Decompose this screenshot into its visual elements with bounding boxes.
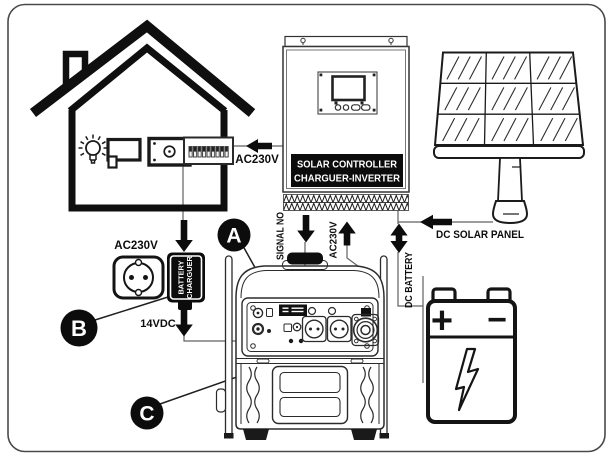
arrow-up-ac230v <box>338 221 356 246</box>
wall-outlet-icon <box>112 255 165 300</box>
page-border <box>7 3 606 453</box>
lightbulb-icon <box>78 134 108 164</box>
arrows <box>175 139 452 337</box>
solar-panel <box>433 51 585 225</box>
label-dc-battery: DC BATTERY <box>404 252 415 308</box>
generator <box>215 252 389 440</box>
inverter-label-line2: CHARGUER-INVERTER <box>294 174 401 185</box>
svg-text:B: B <box>71 316 87 341</box>
label-dc-solar: DC SOLAR PANEL <box>436 229 524 241</box>
arrow-left-dc-solar <box>420 214 452 230</box>
arrow-double-dc-battery <box>390 223 408 253</box>
arrow-down-signal <box>297 215 315 243</box>
label-signal-no: SIGNAL NO <box>276 212 287 260</box>
house-roof-inner <box>67 43 228 114</box>
label-14vdc: 14VDC <box>140 318 176 330</box>
battery-minus: − <box>487 301 507 339</box>
label-ac230v-outlet: AC230V <box>114 240 158 252</box>
arrow-down-charger <box>175 220 193 252</box>
arrow-ac-to-house <box>246 139 272 153</box>
svg-text:A: A <box>226 225 241 248</box>
house-roof-outer <box>29 19 256 117</box>
tv-icon <box>106 137 142 169</box>
battery: + − <box>426 287 517 424</box>
house-chimney <box>62 50 89 86</box>
inverter-label-plate <box>291 154 403 187</box>
label-ac230v-gen: AC230V <box>329 221 340 258</box>
charger-label-line2: CHARGUER <box>185 255 194 298</box>
lightning-bolt-icon <box>454 347 480 412</box>
badge-a: A <box>217 218 251 252</box>
inverter-label-line1: SOLAR CONTROLLER <box>297 160 398 171</box>
house <box>29 19 256 212</box>
badge-c: C <box>130 396 164 430</box>
label-ac230v-house: AC230V <box>235 154 279 166</box>
inverter: SOLAR CONTROLLER CHARGUER-INVERTER <box>282 35 410 211</box>
battery-plus: + <box>431 300 453 342</box>
breaker-panel-icon <box>183 136 234 165</box>
arrow-down-14vdc <box>175 309 193 337</box>
charger-label-line1: BATTERY <box>177 260 186 294</box>
svg-text:C: C <box>139 403 154 426</box>
badge-b: B <box>60 309 98 347</box>
battery-charger: BATTERY CHARGUER <box>167 252 205 310</box>
